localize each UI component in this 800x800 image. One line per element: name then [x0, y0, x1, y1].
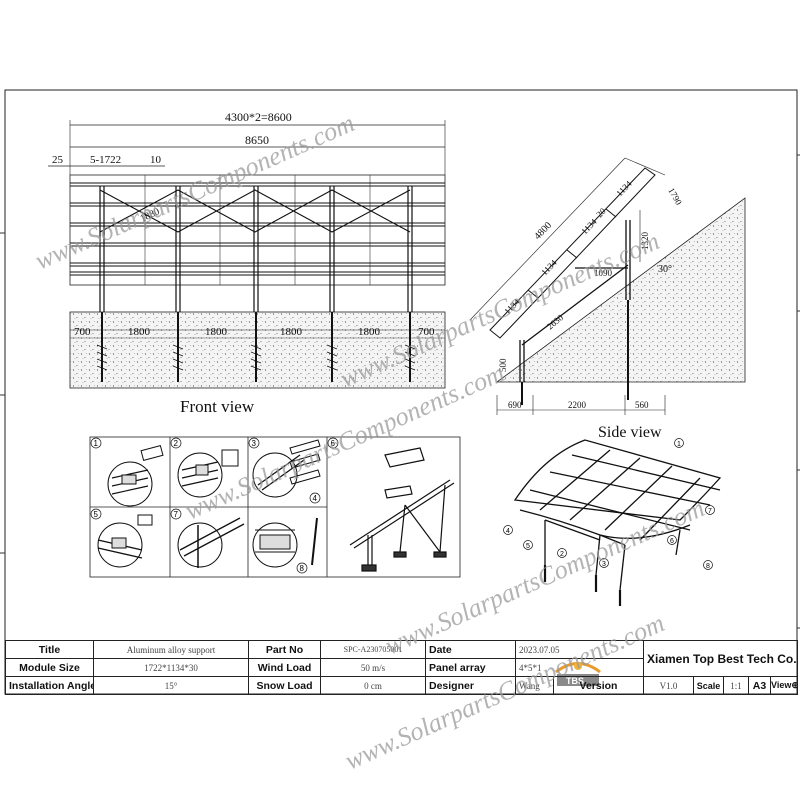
version-value: V1.0	[643, 676, 694, 695]
scale-label: Scale	[693, 676, 724, 695]
dim-total-pair: 4300*2=8600	[225, 110, 292, 124]
callout-6: 6	[670, 538, 674, 545]
install-angle-value: 15°	[93, 676, 249, 695]
designer-label: Designer	[425, 676, 516, 695]
date-value: 2023.07.05	[515, 640, 644, 659]
view-symbol-icon: ⊕	[791, 680, 796, 690]
dim-rear: 560	[635, 400, 649, 410]
paper-size: A3	[748, 676, 771, 695]
version-label: Version	[553, 676, 644, 695]
callout-1: 1	[677, 441, 681, 448]
designer-value: Wang	[515, 676, 554, 695]
side-view-title: Side view	[598, 424, 662, 441]
step-num-5: 5	[94, 510, 99, 519]
step-num-2: 2	[174, 439, 179, 448]
callout-2: 2	[560, 551, 564, 558]
dim-brace: 1090	[594, 268, 613, 278]
front-view-title: Front view	[180, 397, 255, 416]
wind-load-value: 50 m/s	[320, 658, 426, 677]
dim-edge: 25	[52, 154, 64, 166]
step-6-drawing	[349, 447, 455, 572]
callout-3: 3	[602, 561, 606, 568]
slope-ground	[495, 197, 746, 383]
step-num-6: 6	[331, 439, 336, 448]
callout-4: 4	[506, 528, 510, 535]
dim-rail-total: 4800	[532, 220, 554, 242]
side-profile: 4800 1134 1134 1134 1134 20 1790 1320 10…	[469, 157, 746, 415]
spacing-4: 1800	[280, 326, 303, 338]
slope-angle: 30°	[658, 264, 672, 275]
step-8-drawing	[252, 517, 318, 568]
dim-height: 500	[498, 358, 508, 372]
step-1-drawing	[107, 444, 164, 507]
spacing-3: 1800	[205, 326, 228, 338]
callout-7: 7	[708, 508, 712, 515]
step-7-drawing	[177, 517, 245, 568]
callout-5: 5	[526, 543, 530, 550]
step-num-7: 7	[174, 510, 179, 519]
title-value: Aluminum alloy support	[93, 640, 249, 659]
wind-load-label: Wind Load	[248, 658, 321, 677]
view-label: View	[771, 680, 792, 690]
dim-total: 8650	[245, 133, 269, 147]
step-num-3: 3	[252, 439, 257, 448]
spacing-1: 700	[74, 326, 91, 338]
spacing-5: 1800	[358, 326, 381, 338]
step-num-1: 1	[94, 439, 99, 448]
date-label: Date	[425, 640, 516, 659]
dim-top: 1790	[666, 186, 684, 207]
step-5-drawing	[97, 514, 153, 568]
dim-front: 690	[508, 400, 522, 410]
side-view-3d: Side view 1 2 3	[503, 424, 722, 606]
dim-panels: 5-1722	[90, 154, 121, 166]
dim-gap: 10	[150, 154, 162, 166]
view-cell: View⊕	[769, 676, 799, 695]
part-no-label: Part No	[248, 640, 321, 659]
module-size-label: Module Size	[5, 658, 94, 677]
snow-load-value: 0 cm	[320, 676, 426, 695]
company-name: Xiamen Top Best Tech Co.,Ltd.	[642, 640, 799, 677]
step-num-8: 8	[300, 564, 305, 573]
part-no-value: SPC-A230705001	[320, 640, 426, 659]
front-ground	[69, 311, 446, 389]
panel-array-value: 4*5*1	[515, 658, 644, 677]
dim-span: 2200	[568, 400, 587, 410]
spacing-6: 700	[418, 326, 435, 338]
title-label: Title	[5, 640, 94, 659]
install-angle-label: Installation Angle	[5, 676, 94, 695]
callout-8: 8	[706, 563, 710, 570]
snow-load-label: Snow Load	[248, 676, 321, 695]
title-block: Title Aluminum alloy support Part No SPC…	[5, 640, 799, 695]
front-view: 4300*2=8600 8650 25 5-1722 10 1880	[48, 110, 446, 416]
assembly-steps: 1 2 3 4 5 6 7 8	[89, 436, 461, 578]
sheet-border	[4, 89, 798, 695]
module-size-value: 1722*1134*30	[93, 658, 249, 677]
scale-value: 1:1	[723, 676, 749, 695]
panel-array-label: Panel array	[425, 658, 516, 677]
step-3-drawing	[252, 439, 321, 498]
dim-post: 1320	[640, 232, 650, 251]
step-2-drawing	[177, 449, 239, 498]
step-num-4: 4	[313, 494, 318, 503]
spacing-2: 1800	[128, 326, 151, 338]
